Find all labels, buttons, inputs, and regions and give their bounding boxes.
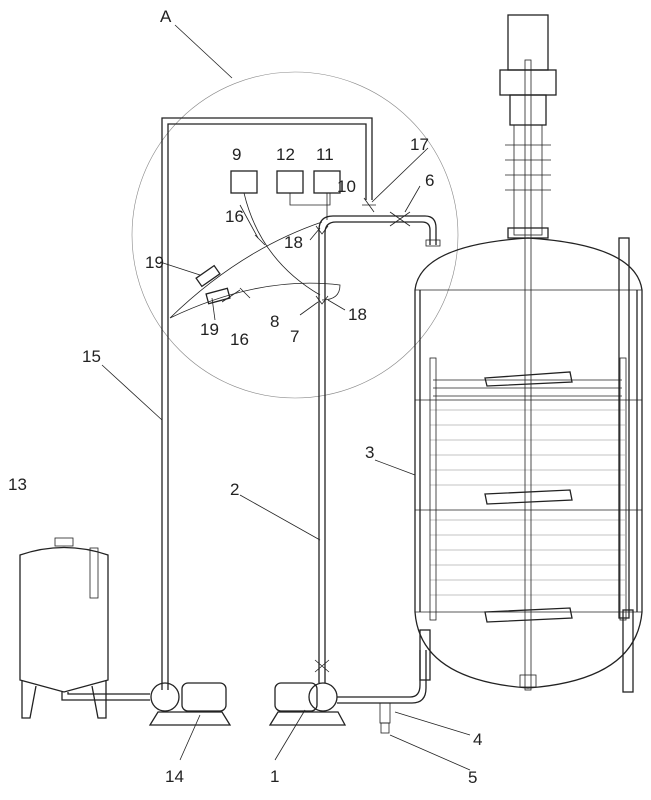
- label-a: A: [160, 7, 172, 26]
- label-18-top: 18: [284, 233, 303, 252]
- label-5: 5: [468, 768, 477, 787]
- label-16-bottom: 16: [230, 330, 249, 349]
- label-12: 12: [276, 145, 295, 164]
- storage-tank: [19, 537, 109, 719]
- reactor-tank: [414, 14, 643, 693]
- label-13: 13: [8, 475, 27, 494]
- label-16-top: 16: [225, 207, 244, 226]
- label-3: 3: [365, 443, 374, 462]
- pipe-15: [161, 117, 373, 690]
- label-18-bottom: 18: [348, 305, 367, 324]
- label-19-bottom: 19: [200, 320, 219, 339]
- label-6: 6: [425, 171, 434, 190]
- leader-lines: [101, 147, 471, 771]
- label-7: 7: [290, 327, 299, 346]
- label-10: 10: [337, 177, 356, 196]
- label-15: 15: [82, 347, 101, 366]
- label-9: 9: [232, 145, 241, 164]
- detail-a-contents: [169, 170, 341, 319]
- label-19-top: 19: [145, 253, 164, 272]
- label-2: 2: [230, 480, 239, 499]
- label-17: 17: [410, 135, 429, 154]
- label-11: 11: [316, 145, 334, 164]
- label-4: 4: [473, 730, 482, 749]
- label-8: 8: [270, 312, 279, 331]
- pump-14: [148, 682, 232, 726]
- label-1: 1: [270, 767, 279, 786]
- detail-circle-a: [131, 71, 459, 399]
- pump-1: [268, 682, 347, 726]
- label-14: 14: [165, 767, 184, 786]
- pipe-2: [318, 215, 437, 683]
